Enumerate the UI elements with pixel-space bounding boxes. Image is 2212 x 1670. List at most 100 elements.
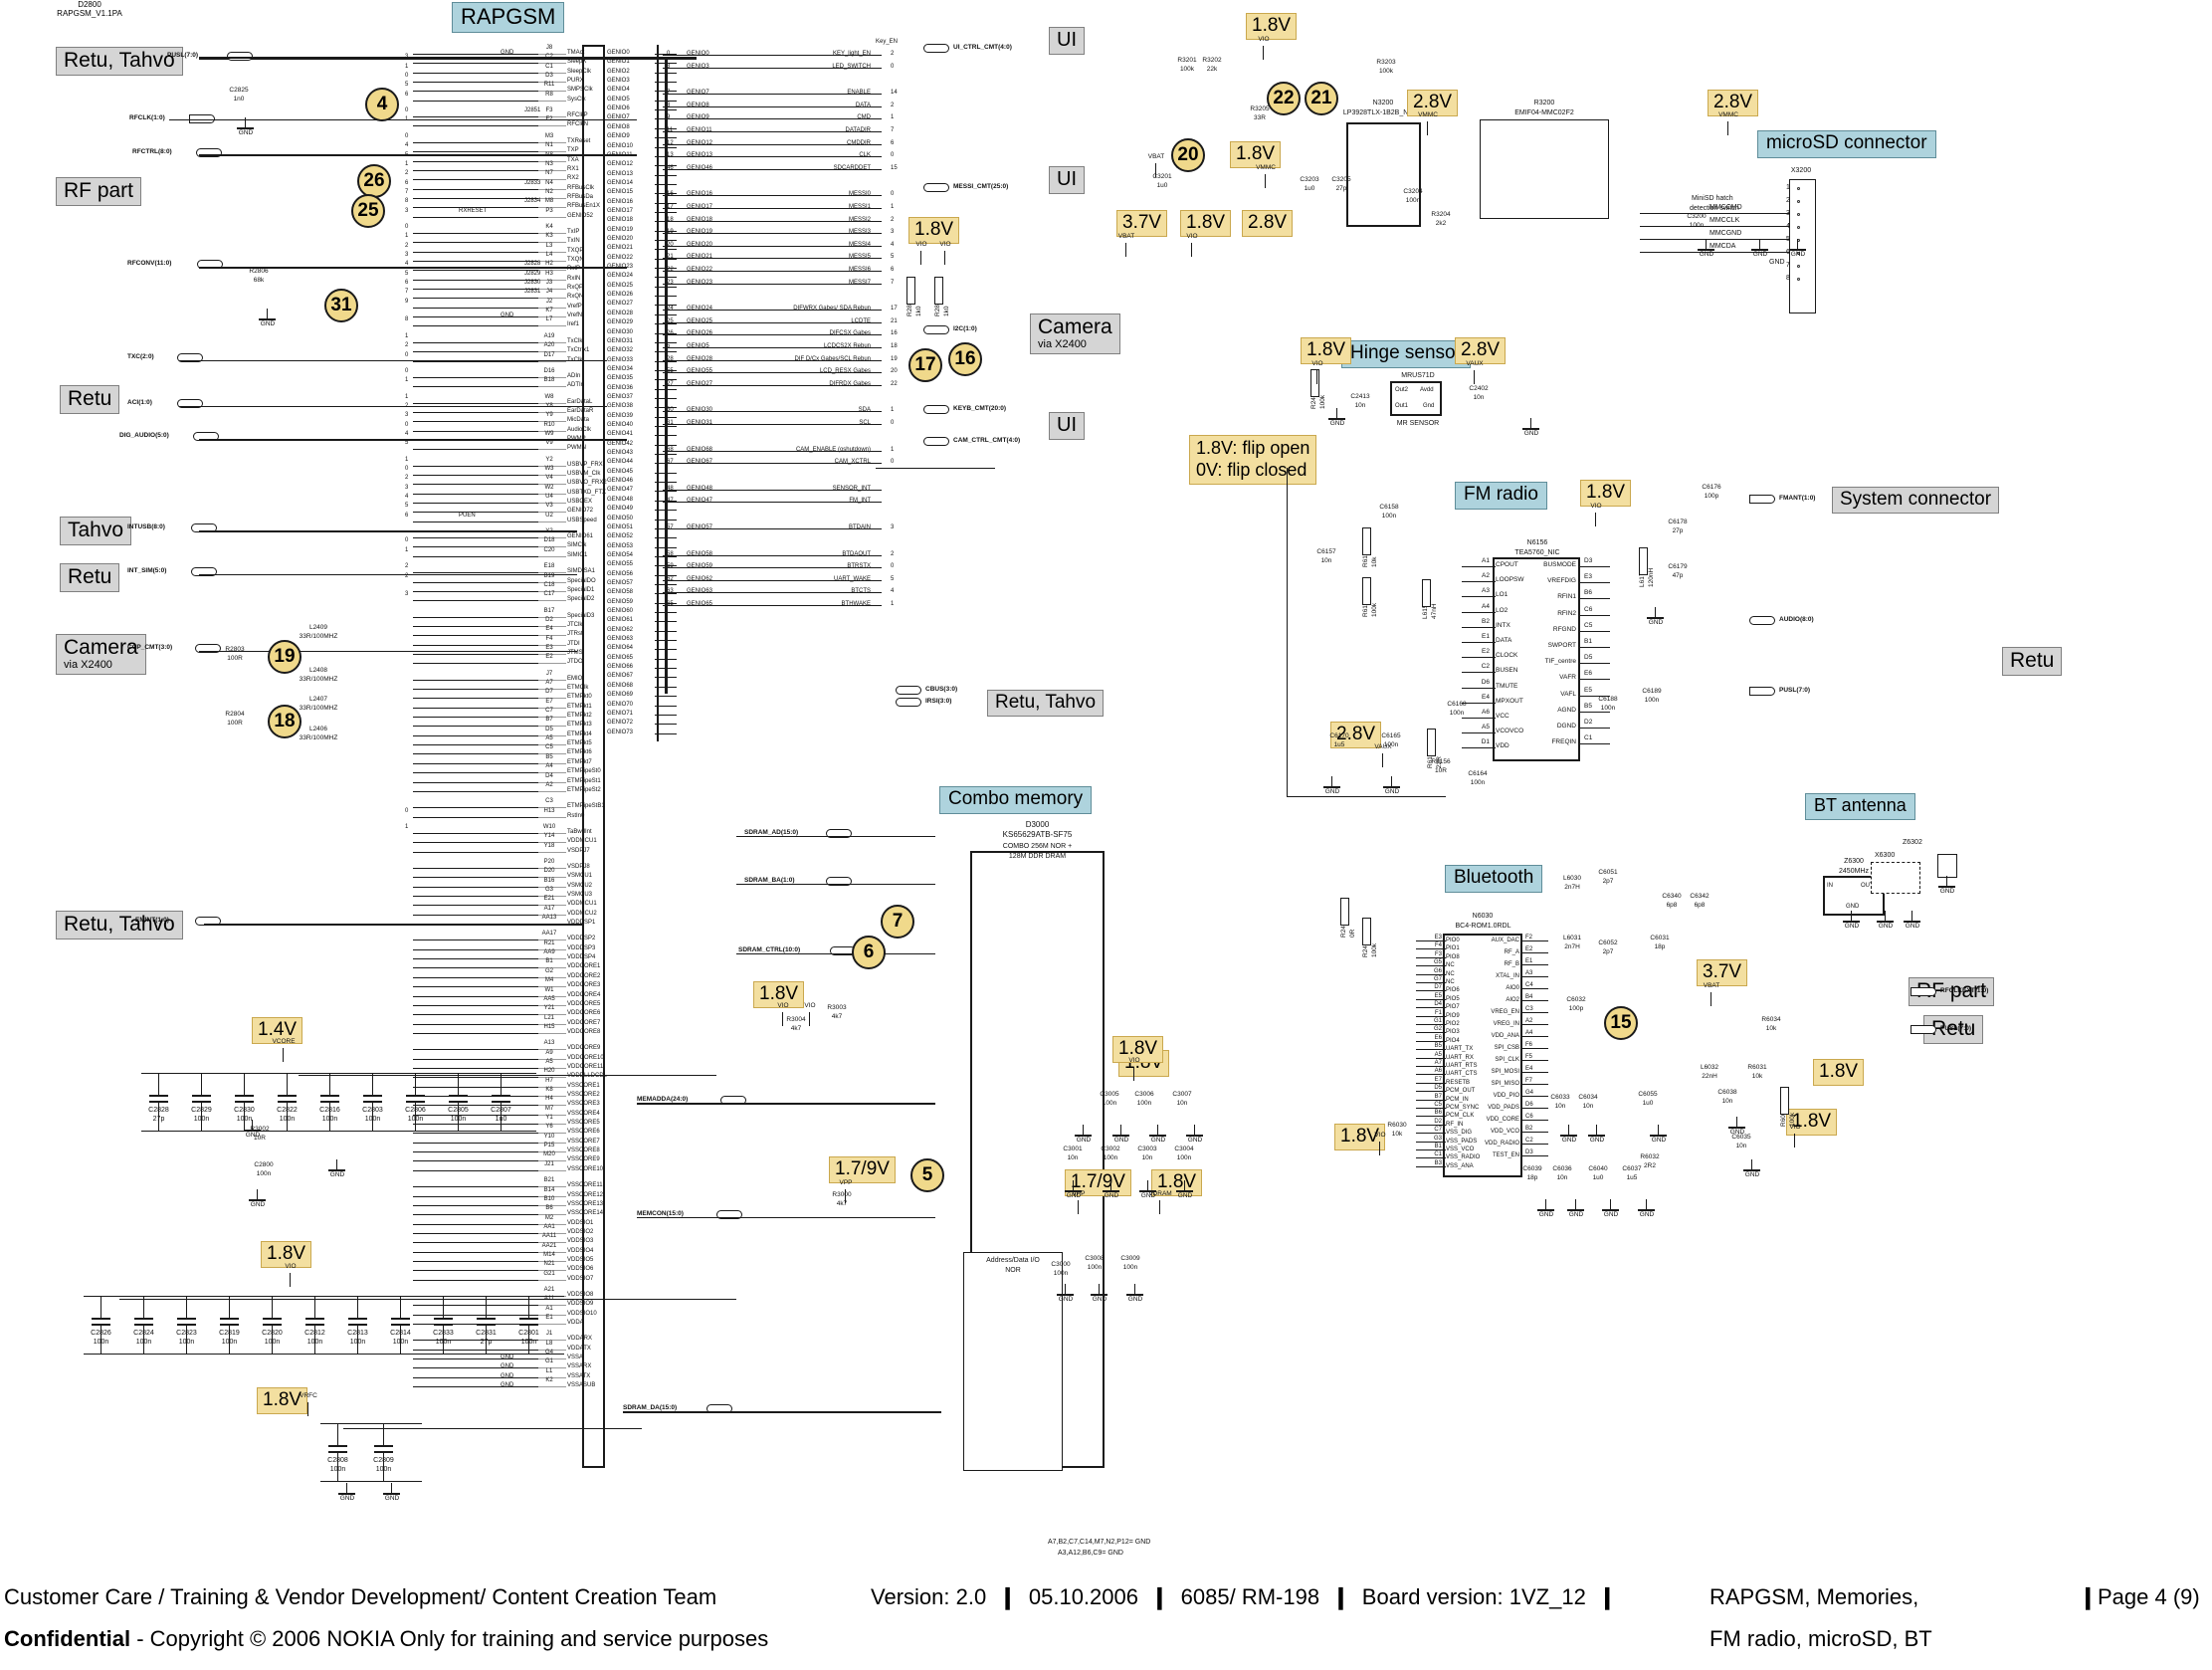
bt-right-pin-designator: F6 [1525, 1042, 1533, 1048]
bt-left-pin-name: PIO7 [1446, 1004, 1460, 1011]
rapgsm-genio-label: GENIO39 [607, 412, 634, 419]
voltage-tag-vtag-2v8-fm: 2.8V [1330, 722, 1382, 748]
bt-left-pin-name: PIO4 [1446, 1037, 1460, 1044]
rapgsm-pin-wire-inner [538, 307, 566, 309]
vio-cap-value: 100n [135, 1339, 152, 1346]
rapgsm-pin-index: 8 [405, 316, 409, 323]
genio-map-name: GENIO18 [687, 216, 713, 223]
rapgsm-fanout-col [657, 45, 659, 741]
rapgsm-pin-designator: B10 [543, 1195, 555, 1202]
rapgsm-pin-designator: M4 [544, 977, 554, 984]
power-rail-label: VMMC [1418, 111, 1438, 118]
rapgsm-pin-index: 8 [405, 198, 409, 205]
misc-component-value: 2n7H [1564, 943, 1580, 950]
gnd-bar [1149, 1135, 1166, 1137]
bt-right-pin-name: VDD_PADS [1488, 1105, 1519, 1111]
footer-sep-4: ❙ [1597, 1584, 1617, 1609]
gnd-stem [391, 1483, 392, 1493]
misc-component-value: 100n [1102, 1100, 1117, 1107]
power-rail-stem [1316, 370, 1317, 384]
misc-component-value: 22nH [1702, 1073, 1717, 1080]
fm-left-pin-designator: C2 [1481, 663, 1490, 671]
vcore-cap-plate-2 [449, 1101, 468, 1103]
ic-bt-ref: N6030 [1472, 913, 1494, 920]
genio-map-name: GENIO16 [687, 191, 713, 198]
rapgsm-pin-designator: J4 [545, 289, 553, 296]
bt-right-pin-name: AIO0 [1506, 985, 1519, 991]
rapgsm-pin-name: USBTXD_FTX [567, 489, 607, 496]
ic-fm-type: TEA5760_NIC [1514, 549, 1560, 556]
misc-component-ref: C6034 [1578, 1094, 1598, 1101]
gnd-label: GND [1150, 1137, 1166, 1144]
block-label-text: RF part [64, 179, 134, 202]
vcore-cap-ref: C2828 [148, 1107, 169, 1114]
genio-map-index: 9 [667, 114, 671, 121]
block-label-block-retu-tahvo-1: Retu, Tahvo [56, 47, 183, 77]
gnd-label: GND [1104, 1192, 1119, 1199]
rapgsm-pin-designator: Y18 [543, 842, 555, 849]
vio-cap-lead-bottom [357, 1326, 358, 1354]
gnd-stem [245, 117, 246, 127]
bt-left-pin-name: PCM_SYNC [1446, 1105, 1480, 1111]
genio-map-wire [663, 283, 882, 285]
vio-cap-lead-top [528, 1296, 529, 1318]
misc-component-ref: C6340 [1662, 893, 1682, 900]
rapgsm-pin-wire-inner [538, 1242, 566, 1244]
bt-right-pin-name: VDD_CORE [1486, 1117, 1519, 1123]
voltage-tag-vtag-1v8-hinge: 1.8V [1301, 337, 1352, 364]
genio-map-num: 1 [891, 446, 895, 453]
ic-rapgsm-body [582, 45, 605, 1468]
ic-combo-note2: 128M DDR DRAM [1008, 853, 1067, 860]
genio-map-wire [663, 310, 882, 312]
rapgsm-pin-designator: H4 [545, 1096, 553, 1103]
rapgsm-pin-wire [413, 537, 538, 539]
rapgsm-pin-name: VDDSIO8 [567, 1292, 594, 1298]
rapgsm-pin-wire [413, 232, 538, 234]
misc-component-value: 1u0 [1304, 185, 1315, 192]
power-rail-stem [1191, 243, 1192, 257]
rapgsm-pin-wire-inner [538, 896, 566, 897]
rapgsm-pin-wire-inner [538, 1279, 566, 1281]
vcore-cap-lead-bottom [201, 1103, 202, 1131]
gnd-bar [1091, 1294, 1107, 1296]
gnd-bar [1112, 1135, 1129, 1137]
rapgsm-pin-name: VSSCORE12 [567, 1191, 604, 1198]
gnd-label: GND [1140, 1192, 1156, 1199]
rapgsm-pin-index: 9 [405, 298, 409, 305]
net-label: RFCONV(11:0) [127, 260, 172, 267]
fm-right-pin-name: VAFR [1559, 674, 1576, 682]
rapgsm-pin-wire [413, 421, 538, 423]
net-label: MEMADDA(24:0) [637, 1096, 689, 1103]
vio-cap-lead-bottom [443, 1326, 444, 1354]
rapgsm-pin-name: TaBwdInt [567, 828, 592, 835]
genio-map-wire [663, 372, 882, 374]
rapgsm-pin-wire-inner [538, 939, 566, 941]
rapgsm-pin-designator: J1 [545, 1331, 553, 1338]
footer-subject-1: RAPGSM, Memories, [1709, 1584, 1919, 1609]
rapgsm-genio-label: GENIO18 [607, 217, 634, 224]
rapgsm-pin-name: VDDCORE7 [567, 1019, 601, 1026]
vio-cap-ref: C2814 [390, 1330, 411, 1337]
gnd-stem [1610, 1199, 1611, 1209]
bt-left-pin-designator: D7 [1434, 984, 1442, 991]
vio-cap-plate-2 [92, 1324, 110, 1326]
bt-right-pin-name: SPI_CSB [1494, 1045, 1519, 1051]
sd-signal-wire [1640, 226, 1789, 227]
gnd-label: GND [1651, 1137, 1667, 1144]
gnd-bar [1522, 428, 1539, 430]
rapgsm-pin-wire [413, 242, 538, 244]
rapgsm-pin-wire-inner [538, 877, 566, 879]
vcore-cap-ref: C2822 [277, 1107, 298, 1114]
rapgsm-pin-index: 2 [405, 242, 409, 249]
hinge-gnd: Gnd [1423, 403, 1435, 409]
voltage-tag-vtag-1v79-vpp-a: 1.7/9V [829, 1156, 896, 1183]
block-label-text: Camera [64, 636, 138, 659]
combo-nor-label: NOR [1005, 1267, 1021, 1274]
fm-left-pin-designator: A6 [1482, 709, 1490, 716]
misc-component-ref: C2402 [1469, 385, 1489, 392]
misc-component-value: 1n0 [233, 96, 245, 103]
power-rail-stem [944, 251, 945, 265]
rapgsm-pin-designator: A5 [545, 735, 553, 742]
rapgsm-pin-wire [413, 116, 538, 118]
rapgsm-pin-wire-inner [538, 1058, 566, 1060]
